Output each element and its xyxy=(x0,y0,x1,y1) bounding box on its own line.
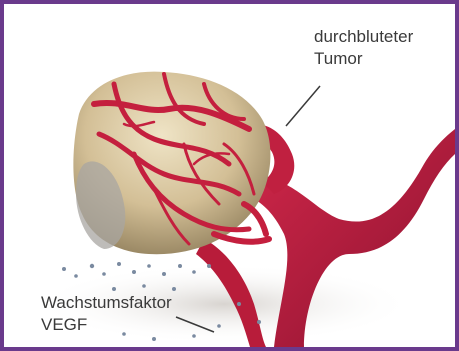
vegf-label-line2: VEGF xyxy=(41,314,172,336)
vegf-label-line1: Wachstumsfaktor xyxy=(41,292,172,314)
tumor-label-line2: Tumor xyxy=(314,48,413,70)
tumor-label-line1: durchbluteter xyxy=(314,26,413,48)
tumor-leader-line xyxy=(286,86,320,126)
tumor-label: durchbluteter Tumor xyxy=(314,26,413,70)
vegf-label: Wachstumsfaktor VEGF xyxy=(41,292,172,336)
